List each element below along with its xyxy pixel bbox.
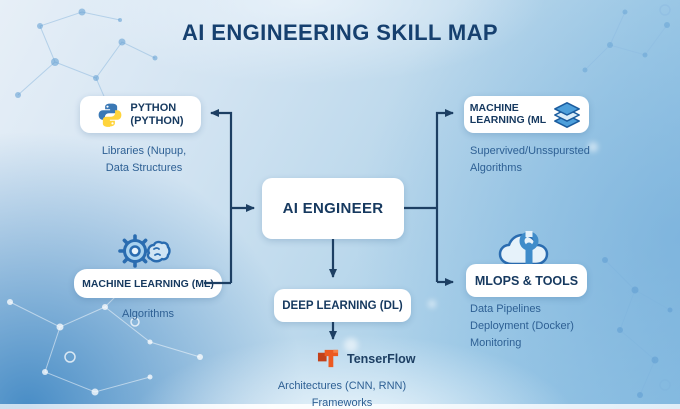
dl-caption-line2: Frameworks xyxy=(311,396,373,409)
mlops-node: MLOPS & TOOLS xyxy=(466,264,587,297)
machine-learning-left-node: MACHINE LEARNING (ML) xyxy=(74,269,222,298)
machine-learning-top-node: MACHINE LEARNING (ML xyxy=(464,96,589,133)
mlops-caption-line2: Deployment (Docker) xyxy=(470,320,574,333)
mlops-caption-line3: Monitoring xyxy=(470,337,522,350)
ml-top-caption: Supervived/Unsspursted Algorithms xyxy=(470,143,630,176)
ai-engineer-node: AI ENGINEER xyxy=(262,178,404,239)
ml-left-label: MACHINE LEARNING (ML) xyxy=(82,277,214,290)
ml-top-caption-line1: Supervived/Unsspursted xyxy=(470,145,590,157)
python-node: PYTHON (PYTHON) xyxy=(80,96,201,133)
ai-engineer-label: AI ENGINEER xyxy=(282,200,384,217)
python-logo-icon xyxy=(99,103,122,127)
dl-caption-line1: Architectures (CNN, RNN) xyxy=(277,380,407,392)
ml-top-label-line2: LEARNING (ML xyxy=(469,113,547,126)
glow-dot xyxy=(428,300,436,308)
python-label-line2: (PYTHON) xyxy=(130,114,184,127)
python-caption-line2: Data Structures xyxy=(105,161,183,174)
connector-trunk-left-to-python xyxy=(210,109,233,283)
ml-top-caption-line2: Algorithms xyxy=(470,161,522,174)
mlops-caption-line1: Data Pipelines xyxy=(470,303,541,315)
tenserflow-label: TenserFlow xyxy=(347,351,416,366)
python-label-line1: PYTHON xyxy=(130,102,177,115)
ml-top-label-line1: MACHINE xyxy=(469,101,519,114)
deep-learning-node: DEEP LEARNING (DL) xyxy=(274,289,411,322)
python-caption-line1: Libraries (Nupup, xyxy=(101,145,187,157)
mlops-label: MLOPS & TOOLS xyxy=(474,273,579,288)
connector-trunk-right-to-ml-top xyxy=(435,109,454,282)
gear-brain-icon xyxy=(118,234,171,268)
ml-left-caption: Algorithms xyxy=(122,308,174,320)
deep-learning-caption: Architectures (CNN, RNN) Frameworks xyxy=(247,378,437,409)
mlops-caption: Data Pipelines Deployment (Docker) Monit… xyxy=(470,301,630,352)
tenserflow-logo-icon xyxy=(317,349,339,368)
tenserflow-row: TenserFlow xyxy=(317,347,416,370)
python-caption: Libraries (Nupup, Data Structures xyxy=(82,143,206,176)
layers-icon xyxy=(554,101,581,128)
deep-learning-label: DEEP LEARNING (DL) xyxy=(282,299,403,312)
page-title: AI ENGINEERING SKILL MAP xyxy=(182,20,498,45)
constellation-top-right xyxy=(582,4,671,73)
bottom-edge-strip xyxy=(0,404,680,409)
